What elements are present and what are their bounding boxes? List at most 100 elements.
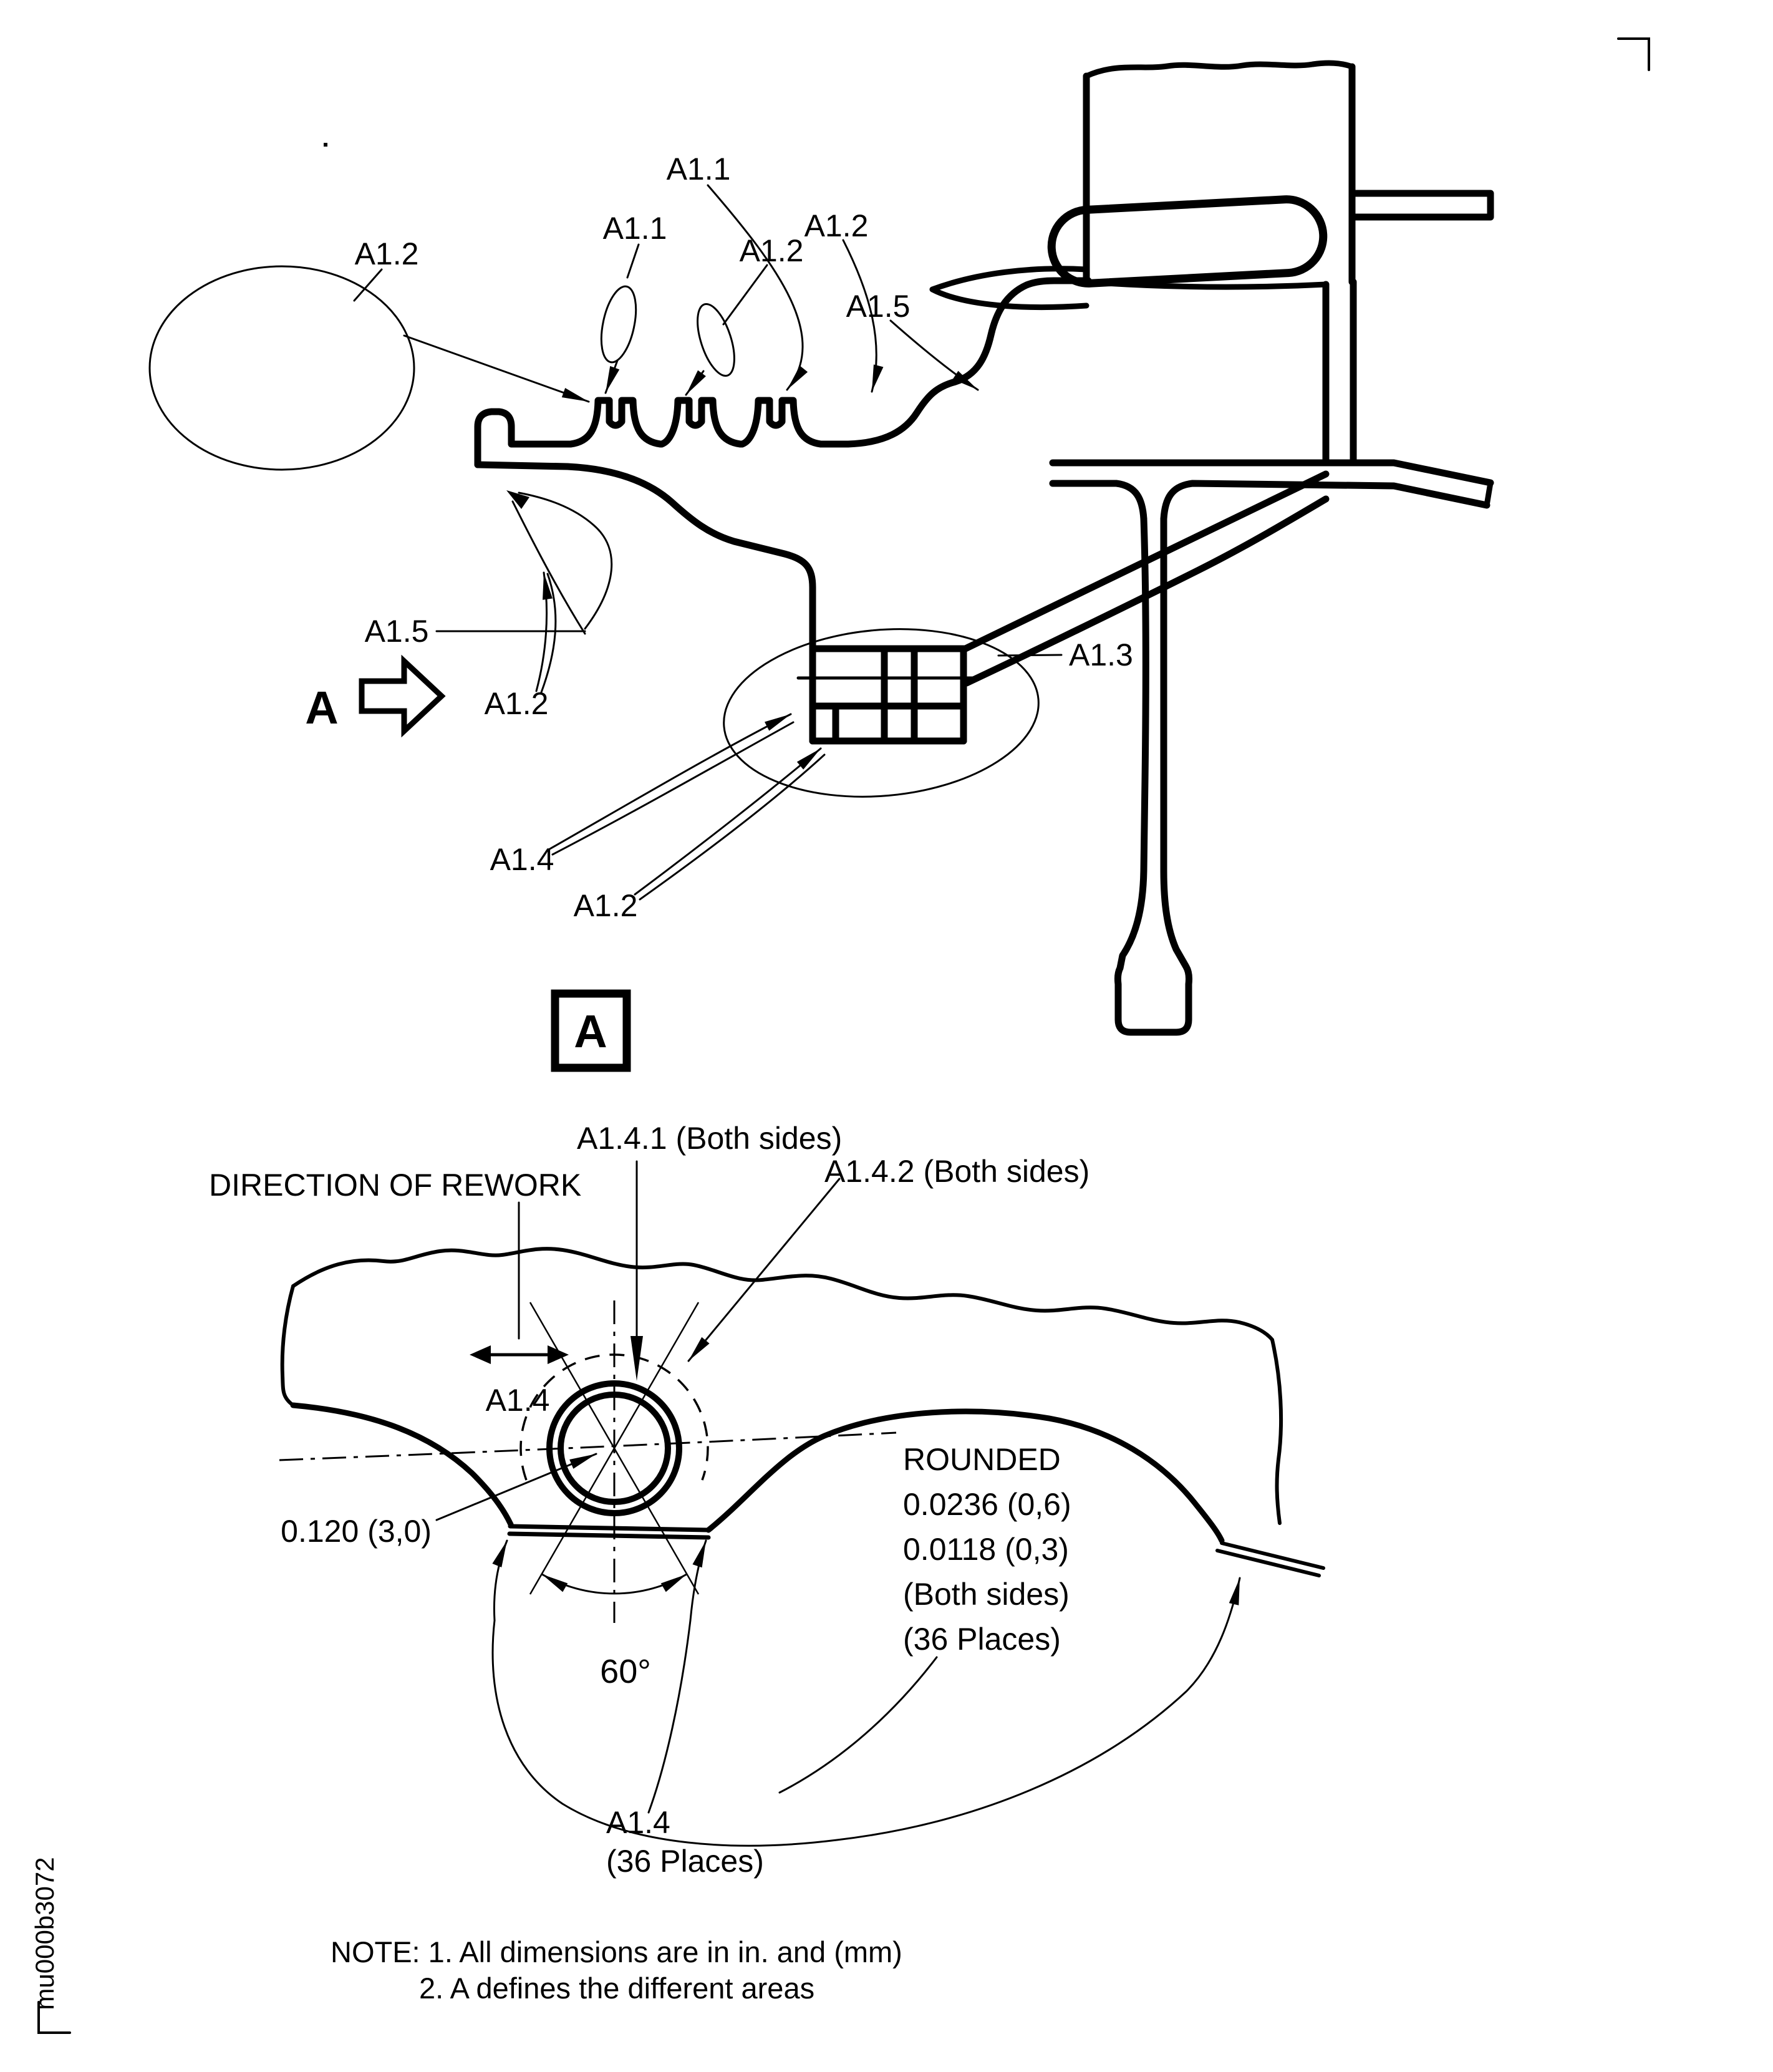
leader-a14-mid-loop2	[551, 721, 795, 856]
balloon-a13	[723, 628, 1040, 798]
arrowhead-a15-left	[506, 490, 529, 509]
a14-places-label: A1.4 (36 Places)	[606, 1805, 764, 1879]
arrowhead-a141	[630, 1336, 643, 1381]
leader-a12-mid-upper-arrow	[685, 370, 706, 396]
leader-a15-upper-arrow	[889, 319, 979, 391]
leader-a12-mid-loop1	[535, 571, 553, 692]
detail-view-a: A1.4.1 (Both sides) A1.4.2 (Both sides) …	[209, 1121, 1325, 1879]
leader-a14-mid-loop1	[548, 713, 792, 851]
leader-a11-lower-arrow	[604, 359, 620, 394]
disk-band-bottom-left	[1049, 480, 1147, 523]
flange-right-lobe	[705, 1408, 1225, 1544]
label-a11-upper: A1.1	[667, 152, 731, 186]
leader-places-big-loop	[491, 1577, 1241, 1847]
label-a11-lower: A1.1	[603, 211, 667, 246]
direction-of-rework-arrow	[470, 1345, 569, 1364]
seal-plate-bottom-profile	[474, 461, 816, 647]
label-a12-left: A1.2	[355, 236, 419, 271]
leader-a142-line	[687, 1178, 841, 1362]
broken-edge-top	[291, 1247, 1274, 1342]
label-a12-mid-upper: A1.2	[740, 233, 804, 268]
disk-band-end-cap	[1484, 480, 1494, 508]
leader-a15-left-loop2	[511, 500, 586, 635]
detail-box-frame	[551, 989, 631, 1072]
leader-a11-lower-tail	[626, 243, 640, 279]
label-a141: A1.4.1 (Both sides)	[577, 1121, 842, 1156]
label-a12-low: A1.2	[574, 888, 638, 923]
view-arrow-letter: A	[305, 682, 338, 733]
notes-block: NOTE: 1. All dimensions are in in. and (…	[331, 1935, 902, 2005]
leader-chamfer-left-arrow	[492, 1539, 508, 1622]
leader-a11-upper-arrow	[707, 184, 808, 391]
detail-callout-box: A	[551, 989, 631, 1072]
cross-section-view: A A A1.2 A1.1 A1.1 A1.2 A1.2 A1.5 A1.5 A…	[148, 60, 1494, 1072]
leader-a14-places-tail	[647, 1619, 692, 1814]
rounded-note-line3: 0.0118 (0,3)	[903, 1532, 1069, 1567]
detail-box-letter: A	[574, 1005, 607, 1057]
leader-lines	[148, 184, 1063, 901]
label-direction-of-rework: DIRECTION OF REWORK	[209, 1168, 581, 1203]
horizontal-centerline	[279, 1431, 897, 1461]
label-a13: A1.3	[1069, 637, 1133, 672]
leader-a12-right-upper-arrow	[842, 239, 884, 393]
bolted-joint	[796, 640, 980, 745]
leader-a12-low-loop1	[634, 747, 822, 896]
disk-rim-block	[929, 60, 1494, 467]
label-a142: A1.4.2 (Both sides)	[824, 1154, 1089, 1189]
note-line2: 2. A defines the different areas	[419, 1972, 814, 2005]
seal-arm-beak	[929, 266, 1089, 311]
leader-a12-mid-loop2	[540, 573, 557, 694]
seal-arm-oval-hole	[1047, 195, 1328, 288]
crop-corner-bottom-left	[37, 2001, 71, 2034]
a14-places-line2: (36 Places)	[606, 1844, 764, 1879]
label-angle-60: 60°	[600, 1653, 651, 1690]
label-a12-right-upper: A1.2	[804, 208, 869, 243]
leader-a15-left-loop1	[518, 491, 613, 630]
rim-wavy-top	[1083, 60, 1355, 79]
label-a15-left: A1.5	[365, 614, 429, 649]
broken-edge-right	[1270, 1338, 1283, 1525]
leader-a12-left-tail	[353, 268, 383, 302]
crop-corner-top-right	[1617, 37, 1650, 71]
disk-shaft	[1114, 515, 1192, 1036]
rounded-note-line1: ROUNDED	[903, 1442, 1061, 1477]
note-line1: NOTE: 1. All dimensions are in in. and (…	[331, 1935, 902, 1968]
balloon-a12-left	[148, 265, 415, 471]
broken-edge-left	[280, 1284, 295, 1407]
chamfer-flat-line2	[507, 1531, 711, 1540]
rounded-note-line4: (Both sides)	[903, 1577, 1070, 1612]
disk-band-top	[1049, 459, 1494, 487]
a14-places-line1: A1.4	[606, 1805, 670, 1840]
rim-top-flange	[1348, 190, 1494, 221]
label-chamfer-depth: 0.120 (3,0)	[281, 1514, 432, 1549]
balloon-a11-lower	[600, 285, 637, 364]
direction-arrowhead-left	[470, 1345, 491, 1364]
leader-rounded-note	[778, 1656, 938, 1794]
construction-diagonal-2	[529, 1302, 700, 1595]
disk-band-bottom-right	[1160, 480, 1490, 523]
leader-chamfer-right-arrow	[689, 1539, 707, 1622]
rounded-note-block: ROUNDED 0.0236 (0,6) 0.0118 (0,3) (Both …	[903, 1442, 1071, 1657]
leader-a12-left-arrow	[403, 334, 590, 403]
direction-arrowhead-right	[548, 1345, 569, 1364]
balloon-a12-mid-upper	[697, 303, 735, 377]
label-a14-direction: A1.4	[486, 1383, 550, 1418]
leader-chamfer-depth	[435, 1453, 597, 1521]
figure-code-vertical: mu000b3072	[30, 1857, 59, 2010]
label-a12-mid: A1.2	[485, 686, 549, 721]
label-a14-mid: A1.4	[490, 842, 554, 877]
right-chamfer-line2	[1215, 1549, 1321, 1577]
flange-left-scallop	[290, 1402, 514, 1527]
stray-dot	[324, 143, 327, 147]
label-a15-upper: A1.5	[846, 289, 911, 324]
leader-a12-low-loop2	[639, 753, 826, 901]
rework-dashed-arc	[519, 1353, 709, 1481]
rounded-note-line2: 0.0236 (0,6)	[903, 1487, 1071, 1522]
right-chamfer-line1	[1220, 1541, 1325, 1570]
seal-plate-top-profile	[474, 277, 1092, 468]
view-direction-arrow	[359, 654, 446, 738]
chamfer-flat-line1	[508, 1524, 711, 1532]
view-direction-indicator: A	[305, 654, 446, 738]
